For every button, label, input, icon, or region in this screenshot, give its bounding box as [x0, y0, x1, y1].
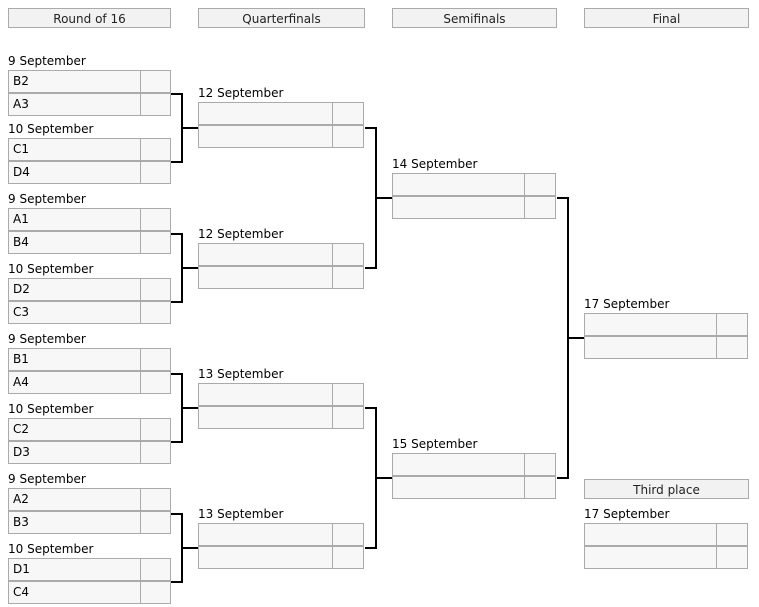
sf-match-1-team2-score [524, 196, 556, 219]
qf-match-3-team2-score [332, 406, 364, 429]
round-header-r16: Round of 16 [8, 8, 171, 28]
r16-match-1-date: 9 September [8, 54, 86, 68]
r16-match-2-team1: C1 [8, 138, 141, 161]
connector-r16-7-8 [171, 513, 198, 583]
sf-match-2-team2-score [524, 476, 556, 499]
r16-match-4-team1: D2 [8, 278, 141, 301]
sf-match-2-date: 15 September [392, 437, 478, 451]
qf-match-4-team1-score [332, 523, 364, 546]
r16-match-5-team1-score [140, 348, 171, 371]
qf-match-4-date: 13 September [198, 507, 284, 521]
r16-match-3-team1: A1 [8, 208, 141, 231]
sf-match-2-team1-score [524, 453, 556, 476]
connector-r16-1-2 [171, 93, 198, 163]
r16-match-8-team2: C4 [8, 581, 141, 604]
qf-match-2-team2-score [332, 266, 364, 289]
r16-match-1-team1: B2 [8, 70, 141, 93]
qf-match-3-team1-score [332, 383, 364, 406]
r16-match-6-team1: C2 [8, 418, 141, 441]
connector-sf-1-2 [557, 197, 584, 479]
r16-match-6-date: 10 September [8, 402, 94, 416]
r16-match-2-date: 10 September [8, 122, 94, 136]
qf-match-4-team2-score [332, 546, 364, 569]
final-match-team2-score [716, 336, 748, 359]
r16-match-7-team1-score [140, 488, 171, 511]
sf-match-1-date: 14 September [392, 157, 478, 171]
r16-match-4-team1-score [140, 278, 171, 301]
round-header-sf: Semifinals [392, 8, 557, 28]
r16-match-2-team2: D4 [8, 161, 141, 184]
final-match-team1-score [716, 313, 748, 336]
third-place-header: Third place [584, 479, 749, 499]
qf-match-1-date: 12 September [198, 86, 284, 100]
connector-qf-1-2 [365, 127, 392, 269]
connector-qf-3-4 [365, 407, 392, 549]
final-match-date: 17 September [584, 297, 670, 311]
r16-match-5-team2-score [140, 371, 171, 394]
r16-match-4-team2-score [140, 301, 171, 324]
r16-match-8-date: 10 September [8, 542, 94, 556]
qf-match-2-date: 12 September [198, 227, 284, 241]
third-place-match-date: 17 September [584, 507, 670, 521]
r16-match-4-date: 10 September [8, 262, 94, 276]
r16-match-4-team2: C3 [8, 301, 141, 324]
r16-match-5-date: 9 September [8, 332, 86, 346]
r16-match-1-team2-score [140, 93, 171, 116]
qf-match-1-team1-score [332, 102, 364, 125]
r16-match-5-team1: B1 [8, 348, 141, 371]
round-header-qf: Quarterfinals [198, 8, 365, 28]
sf-match-1-team1-score [524, 173, 556, 196]
third-place-match-team2-score [716, 546, 748, 569]
r16-match-8-team1: D1 [8, 558, 141, 581]
round-header-final: Final [584, 8, 749, 28]
r16-match-6-team1-score [140, 418, 171, 441]
r16-match-7-date: 9 September [8, 472, 86, 486]
r16-match-8-team2-score [140, 581, 171, 604]
r16-match-2-team2-score [140, 161, 171, 184]
r16-match-7-team2: B3 [8, 511, 141, 534]
r16-match-6-team2-score [140, 441, 171, 464]
connector-r16-3-4 [171, 233, 198, 303]
third-place-match-team1-score [716, 523, 748, 546]
r16-match-7-team1: A2 [8, 488, 141, 511]
qf-match-3-date: 13 September [198, 367, 284, 381]
qf-match-2-team1-score [332, 243, 364, 266]
r16-match-3-team2-score [140, 231, 171, 254]
r16-match-2-team1-score [140, 138, 171, 161]
r16-match-8-team1-score [140, 558, 171, 581]
r16-match-3-team1-score [140, 208, 171, 231]
connector-r16-5-6 [171, 373, 198, 443]
r16-match-7-team2-score [140, 511, 171, 534]
qf-match-1-team2-score [332, 125, 364, 148]
r16-match-3-date: 9 September [8, 192, 86, 206]
r16-match-1-team1-score [140, 70, 171, 93]
